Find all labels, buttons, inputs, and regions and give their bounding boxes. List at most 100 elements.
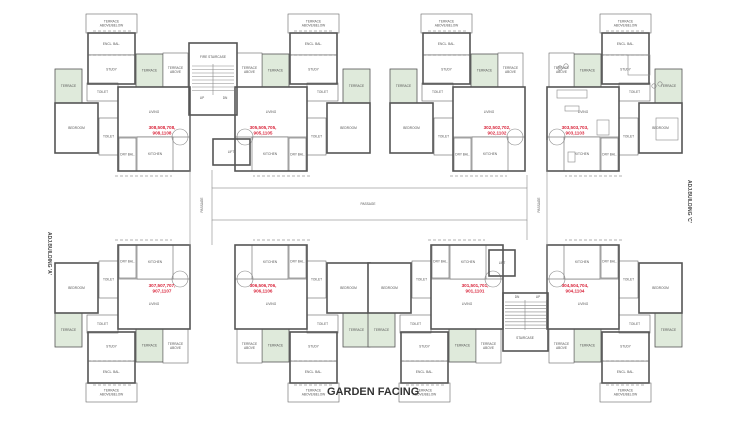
staircase: [502, 292, 549, 352]
room-label: KITCHEN: [575, 152, 590, 156]
room-label: STUDY: [106, 345, 118, 349]
exterior-wall: [54, 102, 99, 154]
unit-number: 905,1105: [254, 131, 273, 136]
room-label: TERRACE: [61, 328, 76, 332]
exterior-wall: [638, 262, 683, 314]
room-label: TOILET: [103, 278, 114, 282]
room-label: ABOVE: [556, 70, 567, 74]
room-label: LIVING: [266, 110, 277, 114]
room-label: BEDROOM: [403, 126, 420, 130]
lift-label: LIFT: [499, 261, 506, 265]
entry-door-swing: [236, 128, 254, 146]
unit-number: 306,506,706,: [250, 283, 277, 288]
unit-number: 907,1107: [153, 289, 172, 294]
room-terrace: [261, 328, 290, 363]
room-terrace-above: [236, 328, 263, 364]
room-label: ABOVE: [170, 346, 181, 350]
entry-door-swing: [548, 270, 566, 288]
fire-staircase: [188, 42, 238, 116]
room-label: TERRACE: [374, 328, 389, 332]
room-label: BEDROOM: [652, 126, 669, 130]
room-label: STUDY: [308, 345, 320, 349]
room-label: TERRACE: [618, 20, 633, 24]
room-label: TERRACE: [439, 20, 454, 24]
dining-table-icon: [596, 119, 610, 136]
room-label: LIVING: [578, 110, 589, 114]
coffee-table-icon: [564, 105, 580, 112]
room-terrace: [54, 68, 83, 104]
room-label: TERRACE: [396, 84, 411, 88]
room-label: TERRACE: [554, 66, 569, 70]
room-label: TOILET: [311, 135, 322, 139]
sofa-icon: [556, 89, 588, 99]
garden-facing-label: GARDEN FACING: [327, 386, 419, 398]
room-kitchen: [251, 136, 289, 172]
exterior-wall: [54, 262, 99, 314]
common-areas: PASSAGE PASSAGE PASSAGE FIRE STAIRCASE U…: [188, 42, 549, 352]
room-label: TERRACE: [306, 20, 321, 24]
exterior-wall: [234, 86, 308, 172]
room-label: ABOVE/BELOW: [413, 393, 436, 397]
room-bedroom: [389, 102, 434, 154]
stair-up-label: UP: [536, 295, 540, 299]
room-label: KITCHEN: [575, 260, 590, 264]
lift: [212, 138, 251, 166]
room-label: LIVING: [266, 302, 277, 306]
plant-icon: [563, 63, 569, 69]
room-label: ENCL. BAL.: [617, 370, 634, 374]
room-terrace: [261, 53, 290, 88]
room-label: LIVING: [462, 302, 473, 306]
room-label: TERRACE: [268, 69, 283, 73]
furniture: [556, 54, 679, 163]
room-label: ABOVE: [556, 346, 567, 350]
room-terrace: [54, 312, 83, 348]
room-label: TERRACE: [455, 344, 470, 348]
room-label: TERRACE: [168, 66, 183, 70]
room-label: BEDROOM: [340, 286, 357, 290]
room-study: [289, 54, 338, 85]
room-label: TOILET: [416, 278, 427, 282]
room-label: TOILET: [629, 322, 640, 326]
room-label: ABOVE/BELOW: [302, 24, 325, 28]
room-label: ABOVE/BELOW: [435, 24, 458, 28]
room-label: DRY BAL.: [602, 153, 617, 157]
room-label: TERRACE: [104, 389, 119, 393]
exterior-wall: [87, 32, 136, 85]
entry-door-swing: [548, 128, 566, 146]
exterior-wall: [430, 244, 504, 330]
room-label: DRY BAL.: [120, 260, 135, 264]
room-label: DRY BAL.: [433, 260, 448, 264]
room-bedroom: [638, 102, 683, 154]
room-label: ENCL. BAL.: [103, 42, 120, 46]
room-terrace-above: [236, 52, 263, 88]
room-terrace: [367, 312, 396, 348]
room-label: TERRACE: [618, 389, 633, 393]
room-label: TOILET: [317, 322, 328, 326]
exterior-wall: [326, 102, 371, 154]
passage-label: PASSAGE: [200, 198, 204, 213]
room-bedroom: [638, 262, 683, 314]
room-label: STUDY: [106, 68, 118, 72]
room-terrace: [342, 68, 371, 104]
room-kitchen: [449, 244, 487, 280]
fire-staircase-label: FIRE STAIRCASE: [200, 55, 226, 59]
unit-number: 304,504,704,: [562, 283, 589, 288]
room-label: TERRACE: [61, 84, 76, 88]
unit-number: 903,1103: [566, 131, 585, 136]
lift: [488, 249, 516, 277]
adj-building-left-label: ADJ.BUILDING 'A': [46, 232, 52, 275]
room-terrace-above: [497, 52, 524, 88]
room-label: TERRACE: [268, 344, 283, 348]
room-label: ABOVE: [170, 70, 181, 74]
room-label: ABOVE/BELOW: [614, 24, 637, 28]
room-label: TERRACE: [554, 342, 569, 346]
room-label: TERRACE: [168, 342, 183, 346]
room-label: TOILET: [317, 90, 328, 94]
room-label: TERRACE: [580, 69, 595, 73]
room-label: LIVING: [149, 302, 160, 306]
